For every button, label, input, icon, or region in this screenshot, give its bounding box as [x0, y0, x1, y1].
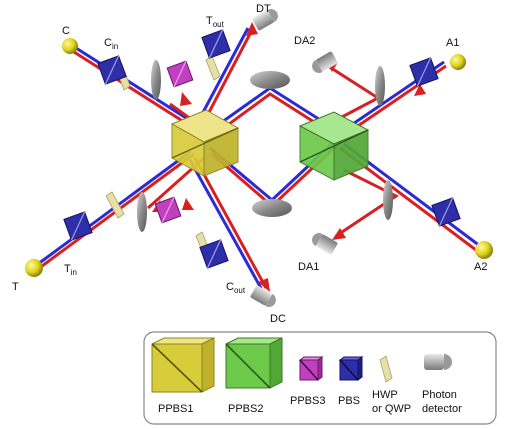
source-c — [62, 38, 78, 54]
mirror-right-lower — [383, 180, 393, 220]
label-dc: DC — [270, 313, 286, 325]
legend-ppbs2-label: PPBS2 — [228, 403, 263, 415]
legend-waveplate-label-2: or QWP — [372, 403, 411, 415]
pbs-t — [63, 211, 93, 241]
label-a1: A1 — [446, 37, 459, 49]
arrow-icon — [258, 278, 270, 292]
label-dt: DT — [256, 3, 271, 15]
waveplate-tout — [205, 55, 221, 81]
legend-pbs-label: PBS — [338, 395, 360, 407]
pbs-c — [97, 55, 127, 85]
detector-da2 — [312, 51, 338, 73]
legend: PPBS1 PPBS2 PPBS3 PBS HWP or QWP — [143, 331, 497, 425]
mirror-bottom — [252, 199, 292, 217]
label-da2: DA2 — [294, 35, 315, 47]
photon-detectors — [250, 9, 338, 307]
mirrors — [137, 60, 393, 232]
diagram-labels: C Cin Tout DT DA2 A1 T Tin Cout DC DA1 A… — [12, 3, 487, 325]
arrow-icon — [180, 92, 192, 106]
pbs-a1 — [409, 57, 439, 87]
source-a1 — [450, 54, 466, 70]
label-tout: Tout — [206, 15, 225, 29]
detector-da1 — [312, 233, 338, 255]
label-da1: DA1 — [298, 261, 319, 273]
source-t — [25, 259, 43, 277]
label-cin: Cin — [104, 37, 118, 51]
legend-ppbs1-label: PPBS1 — [158, 403, 193, 415]
mirror-top — [250, 71, 290, 89]
label-c: C — [62, 25, 70, 37]
ppbs2-cube — [298, 111, 370, 181]
pbs-tout — [201, 29, 231, 59]
legend-ppbs3-icon — [298, 356, 324, 381]
pbs-cout — [199, 239, 229, 269]
da1-beam — [335, 168, 399, 238]
legend-detector-label-1: Photon — [422, 389, 457, 401]
mirror-right-upper — [375, 66, 385, 106]
mirror-left-upper — [151, 60, 161, 100]
ppbs1-cube — [170, 109, 240, 177]
t-output-beam — [198, 27, 254, 121]
pbs-a2 — [431, 197, 461, 227]
detector-dc — [250, 285, 276, 307]
ppbs3-cout — [154, 196, 182, 224]
label-cout: Cout — [226, 281, 246, 295]
arrow-icon — [182, 198, 194, 210]
mirror-left-lower — [137, 192, 147, 232]
legend-ppbs2-icon — [225, 337, 283, 389]
source-a2 — [475, 241, 493, 259]
photon-sources — [25, 38, 493, 277]
arrow-icon — [332, 228, 346, 240]
ppbs3-tout — [166, 60, 194, 88]
waveplate-t — [105, 191, 125, 219]
pbs-cubes — [63, 29, 461, 269]
ppbs3-cubes — [154, 60, 194, 224]
arrow-icon — [246, 22, 258, 36]
legend-detector-label-2: detector — [422, 403, 462, 415]
label-a2: A2 — [474, 261, 487, 273]
detector-dt — [252, 9, 278, 31]
label-tin: Tin — [64, 263, 77, 277]
arrow-icon — [414, 84, 426, 96]
c-output-beam — [188, 157, 268, 291]
legend-ppbs3-label: PPBS3 — [290, 395, 325, 407]
legend-waveplate-icon — [379, 355, 393, 383]
label-t: T — [12, 281, 19, 293]
legend-pbs-icon — [338, 356, 364, 381]
legend-ppbs1-icon — [151, 337, 215, 393]
legend-waveplate-label-1: HWP — [372, 389, 398, 401]
legend-detector-icon — [424, 354, 452, 370]
